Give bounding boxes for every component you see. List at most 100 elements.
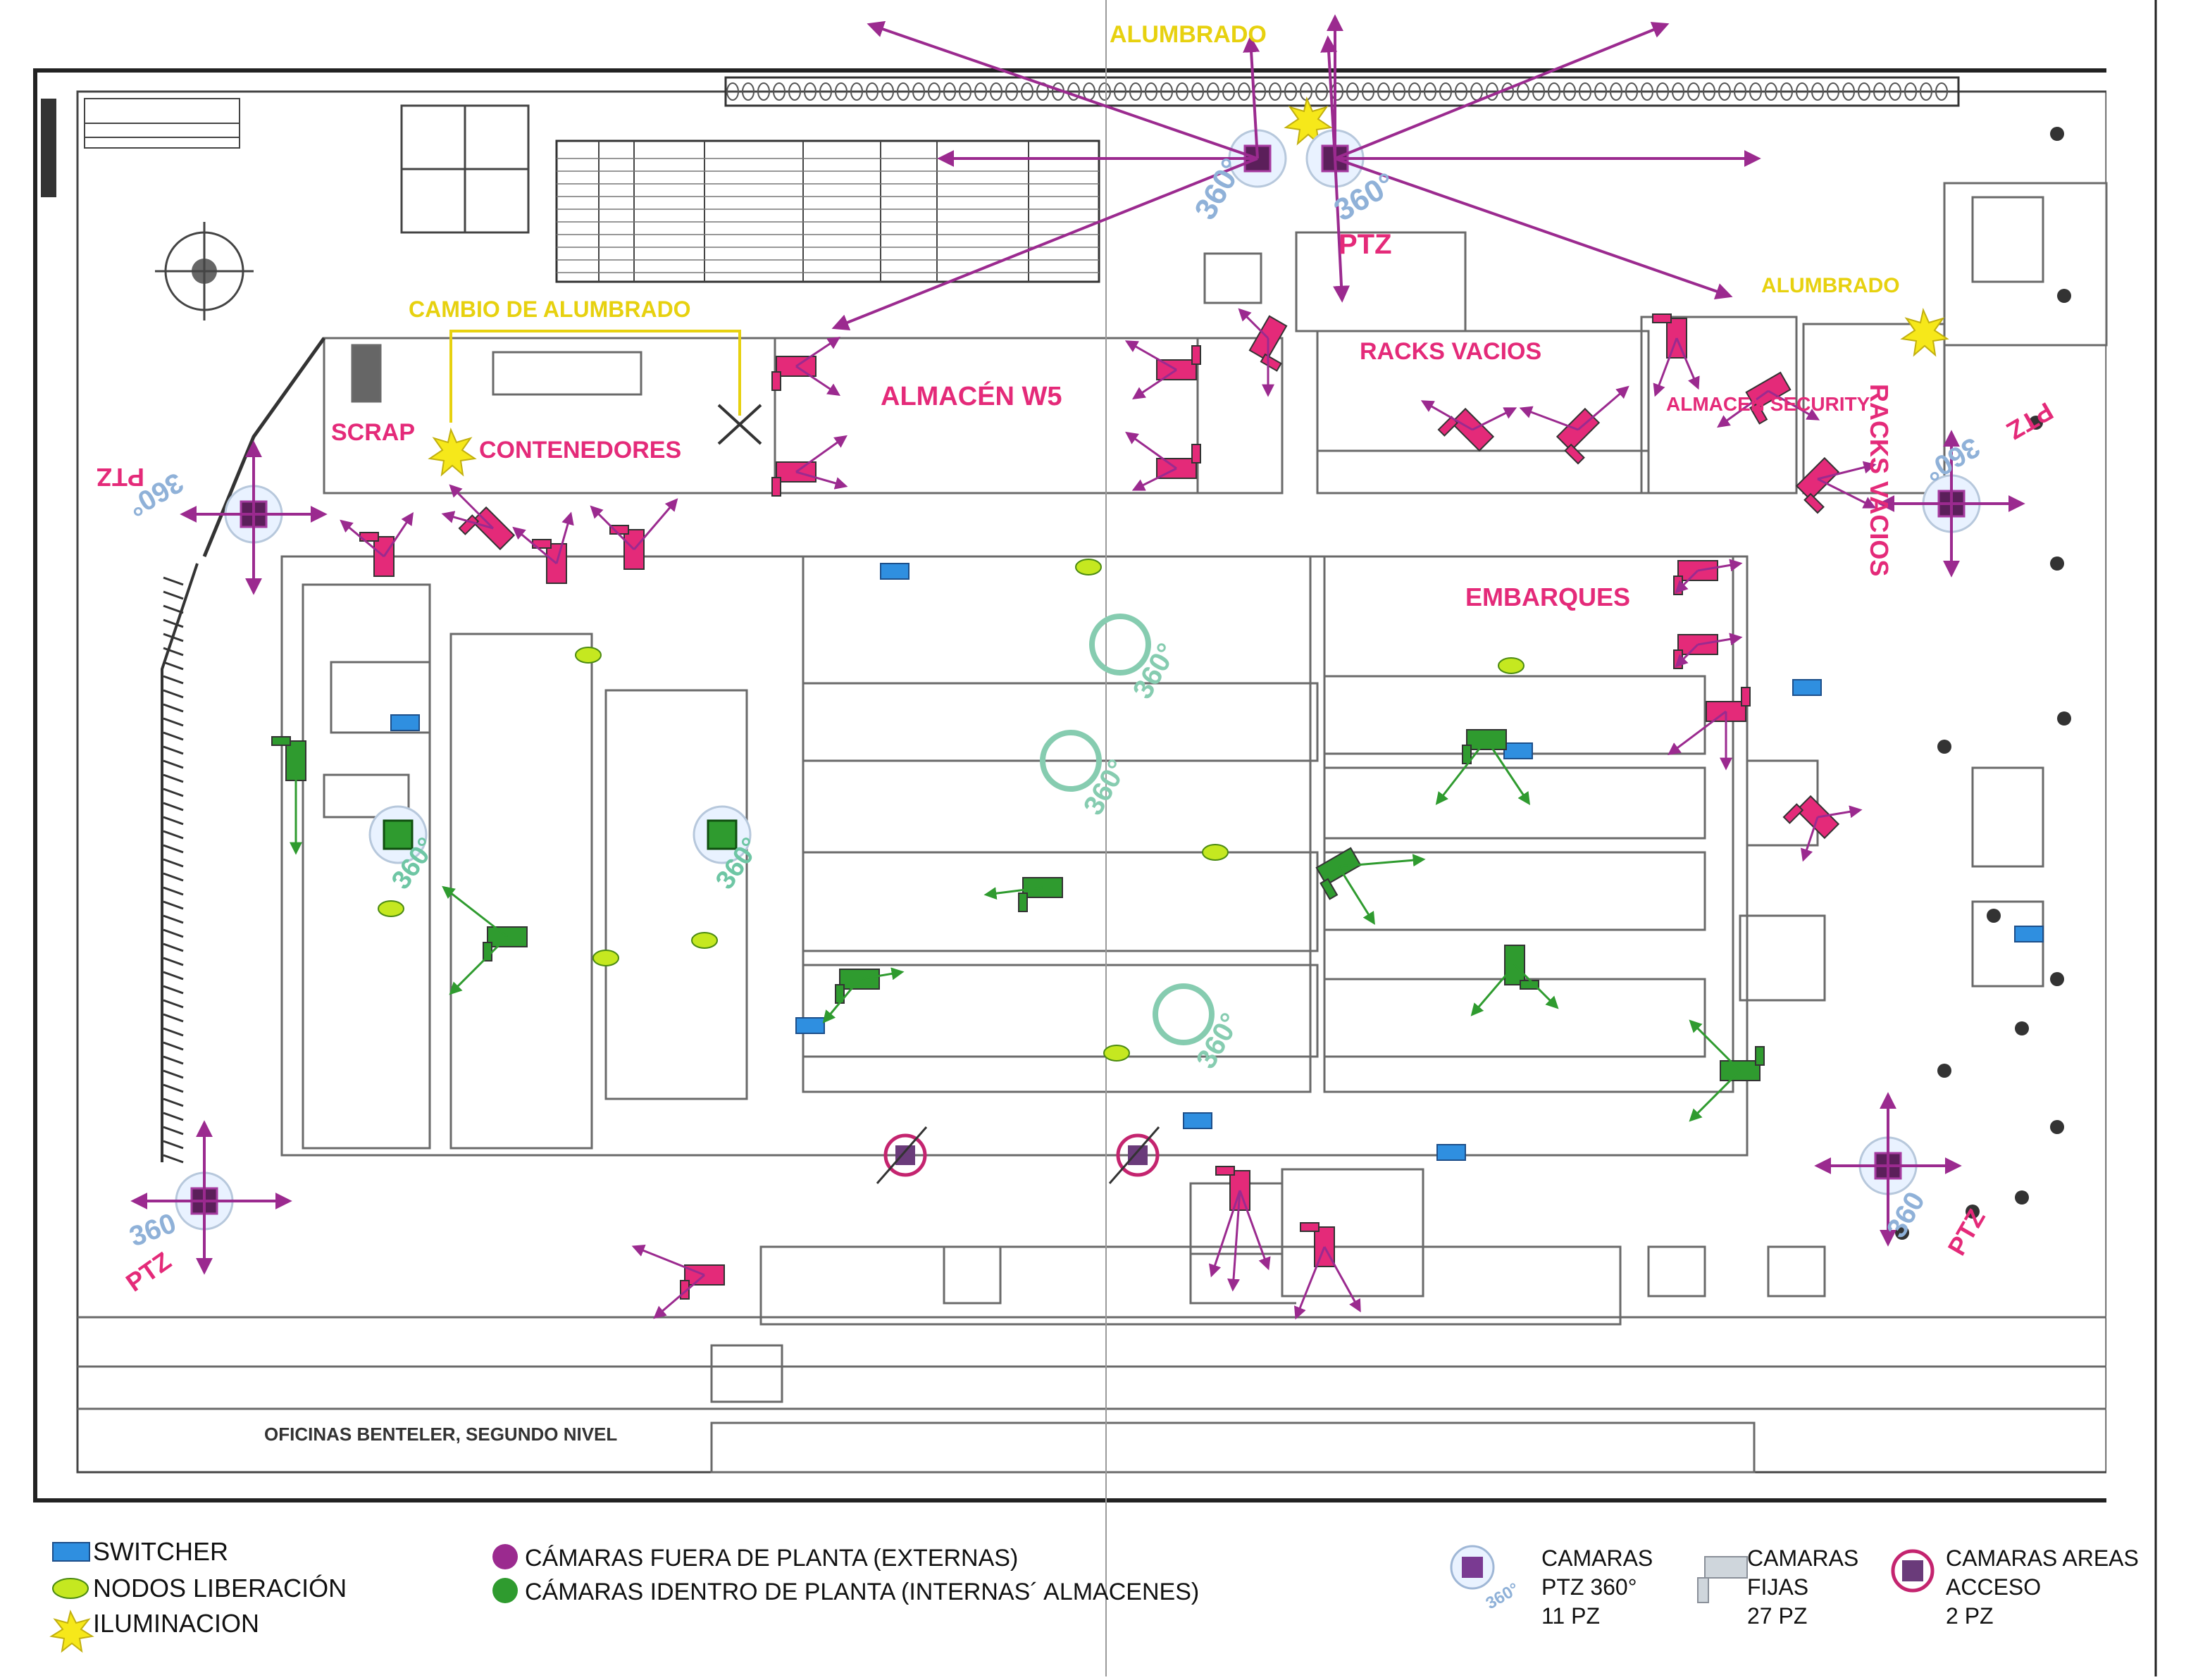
nodo-1: [1075, 559, 1102, 575]
cam-bottom-2: [1209, 1166, 1271, 1292]
fixed-camera-legend-icon: [1697, 1556, 1748, 1603]
switcher-5: [795, 1017, 825, 1034]
map-label: PTZ: [120, 1246, 176, 1298]
cam-emb-3: [1668, 687, 1751, 771]
cam-int-8: [442, 885, 528, 995]
nodo-2: [575, 647, 602, 664]
ptz-cameras: 360° 360° 360° 360° 360 360 360° 360°: [123, 14, 2025, 1275]
nodo-6: [691, 932, 718, 949]
legend-acceso-title: CAMARAS AREAS: [1946, 1545, 2139, 1571]
map-label: RACKS VACIOS: [1865, 384, 1894, 576]
legend-acceso-sub: ACCESO: [1946, 1574, 2041, 1600]
cam-emb-1: [1673, 559, 1743, 595]
legend-ptz-title: CAMARAS: [1541, 1545, 1653, 1571]
ptz-bottom-right: 360: [1814, 1092, 1962, 1247]
nodo-4: [1202, 844, 1229, 861]
upper-buildings: [323, 316, 1946, 494]
cam-scrap-3: [590, 498, 678, 570]
fixed-cameras: [271, 308, 1877, 1320]
map-label: CAMBIO DE ALUMBRADO: [409, 297, 691, 322]
cam-racks-1: [1420, 400, 1517, 452]
map-label: PTZ: [1339, 229, 1392, 260]
map-label: SCRAP: [331, 419, 415, 446]
legend: SWITCHER NODOS LIBERACIÓN ILUMINACION CÁ…: [0, 1507, 2198, 1676]
map-label: ALMACEN SECURITY: [1666, 393, 1870, 415]
badge-360-3: 360°: [1153, 983, 1246, 1074]
cam-scrap-1: [441, 484, 516, 551]
switchers: [390, 563, 2044, 1161]
cam-w5-2: [771, 435, 848, 497]
cam-int-1: [1435, 729, 1530, 805]
map-label: PTZ: [97, 463, 144, 492]
cam-emb-2: [1673, 633, 1743, 669]
legend-fijas-count: 27 PZ: [1747, 1603, 1807, 1629]
cam-security-2: [1717, 371, 1820, 428]
ptz-internal-left: 360°: [368, 805, 442, 895]
map-label: ALMACÉN W5: [881, 380, 1062, 411]
switcher-swatch: [52, 1542, 90, 1562]
switcher-8: [2014, 926, 2044, 942]
cam-bottom-1: [631, 1244, 725, 1319]
legend-camaras-externas: CÁMARAS FUERA DE PLANTA (EXTERNAS): [525, 1545, 1018, 1572]
access-camera-legend-icon: [1891, 1549, 1935, 1593]
legend-acceso-count: 2 PZ: [1946, 1603, 1994, 1629]
access-camera-1: [876, 1126, 928, 1184]
map-label: PTZ: [2002, 397, 2058, 446]
cam-scrap-4: [340, 512, 414, 577]
legend-fijas-title: CAMARAS: [1747, 1545, 1858, 1571]
cam-int-3: [983, 877, 1063, 912]
map-label: ALUMBRADO: [1761, 274, 1900, 297]
ptz-left: 360°: [123, 440, 328, 595]
cam-scrap-2: [512, 511, 574, 584]
map-label: OFICINAS BENTELER, SEGUNDO NIVEL: [264, 1424, 617, 1445]
cam-int-7: [271, 736, 306, 855]
svg-text:360: 360: [125, 1207, 180, 1252]
ptz-bottom-left: 360: [125, 1120, 292, 1275]
nodo-8: [1103, 1045, 1130, 1062]
nodo-5: [378, 900, 404, 917]
map-labels: ALUMBRADO PTZ CAMBIO DE ALUMBRADO ALMACÉN W…: [97, 21, 2059, 1445]
light-right: [1900, 307, 1949, 357]
cam-racks-3: [1795, 456, 1877, 514]
svg-text:360°: 360°: [1483, 1579, 1522, 1613]
cam-emb-4: [1782, 795, 1863, 862]
nodo-3: [1498, 657, 1525, 674]
ptz-internal-mid: 360°: [693, 805, 766, 895]
switcher-2: [390, 714, 420, 731]
legend-camaras-internas: CÁMARAS IDENTRO DE PLANTA (INTERNAS´ ALM…: [525, 1579, 1199, 1605]
nodos-liberacion: [378, 559, 1525, 1062]
legend-svg: SWITCHER NODOS LIBERACIÓN ILUMINACION CÁ…: [49, 1537, 2139, 1653]
legend-iluminacion: ILUMINACION: [93, 1609, 259, 1638]
cam-int-4: [822, 967, 905, 1023]
map-label: RACKS VACIOS: [1360, 338, 1541, 365]
cam-w5-4: [1125, 431, 1201, 491]
cam-int-5: [1470, 945, 1559, 1016]
switcher-1: [880, 563, 909, 580]
legend-ptz-sub: PTZ 360°: [1541, 1574, 1637, 1600]
nodo-swatch: [52, 1578, 89, 1599]
ptz-right: 360°: [1877, 430, 2025, 578]
switcher-6: [1183, 1112, 1212, 1129]
ptz-top-right: 360°: [1305, 14, 1761, 303]
switcher-3: [1503, 742, 1533, 759]
title-block: [41, 98, 1100, 321]
cam-gate: [1238, 308, 1288, 397]
camara-interna-swatch: [492, 1578, 518, 1603]
legend-switcher: SWITCHER: [93, 1537, 228, 1566]
cam-int-6: [1689, 1019, 1765, 1122]
map-label: ALUMBRADO: [1110, 21, 1267, 48]
cambio-alumbrado-bracket: [449, 330, 762, 445]
light-swatch: [49, 1610, 94, 1653]
badge-360-2: 360°: [1040, 730, 1134, 821]
legend-fijas-sub: FIJAS: [1747, 1574, 1808, 1600]
map-label: EMBARQUES: [1465, 583, 1630, 611]
access-camera-2: [1108, 1126, 1160, 1184]
cam-racks-2: [1519, 385, 1629, 465]
cam-w5-1: [771, 337, 840, 396]
cam-w5-3: [1124, 340, 1201, 399]
roads: [77, 1168, 2106, 1474]
legend-ptz-count: 11 PZ: [1541, 1603, 1600, 1629]
switcher-7: [1436, 1144, 1466, 1161]
ptz-legend-icon: 360°: [1450, 1545, 1522, 1613]
